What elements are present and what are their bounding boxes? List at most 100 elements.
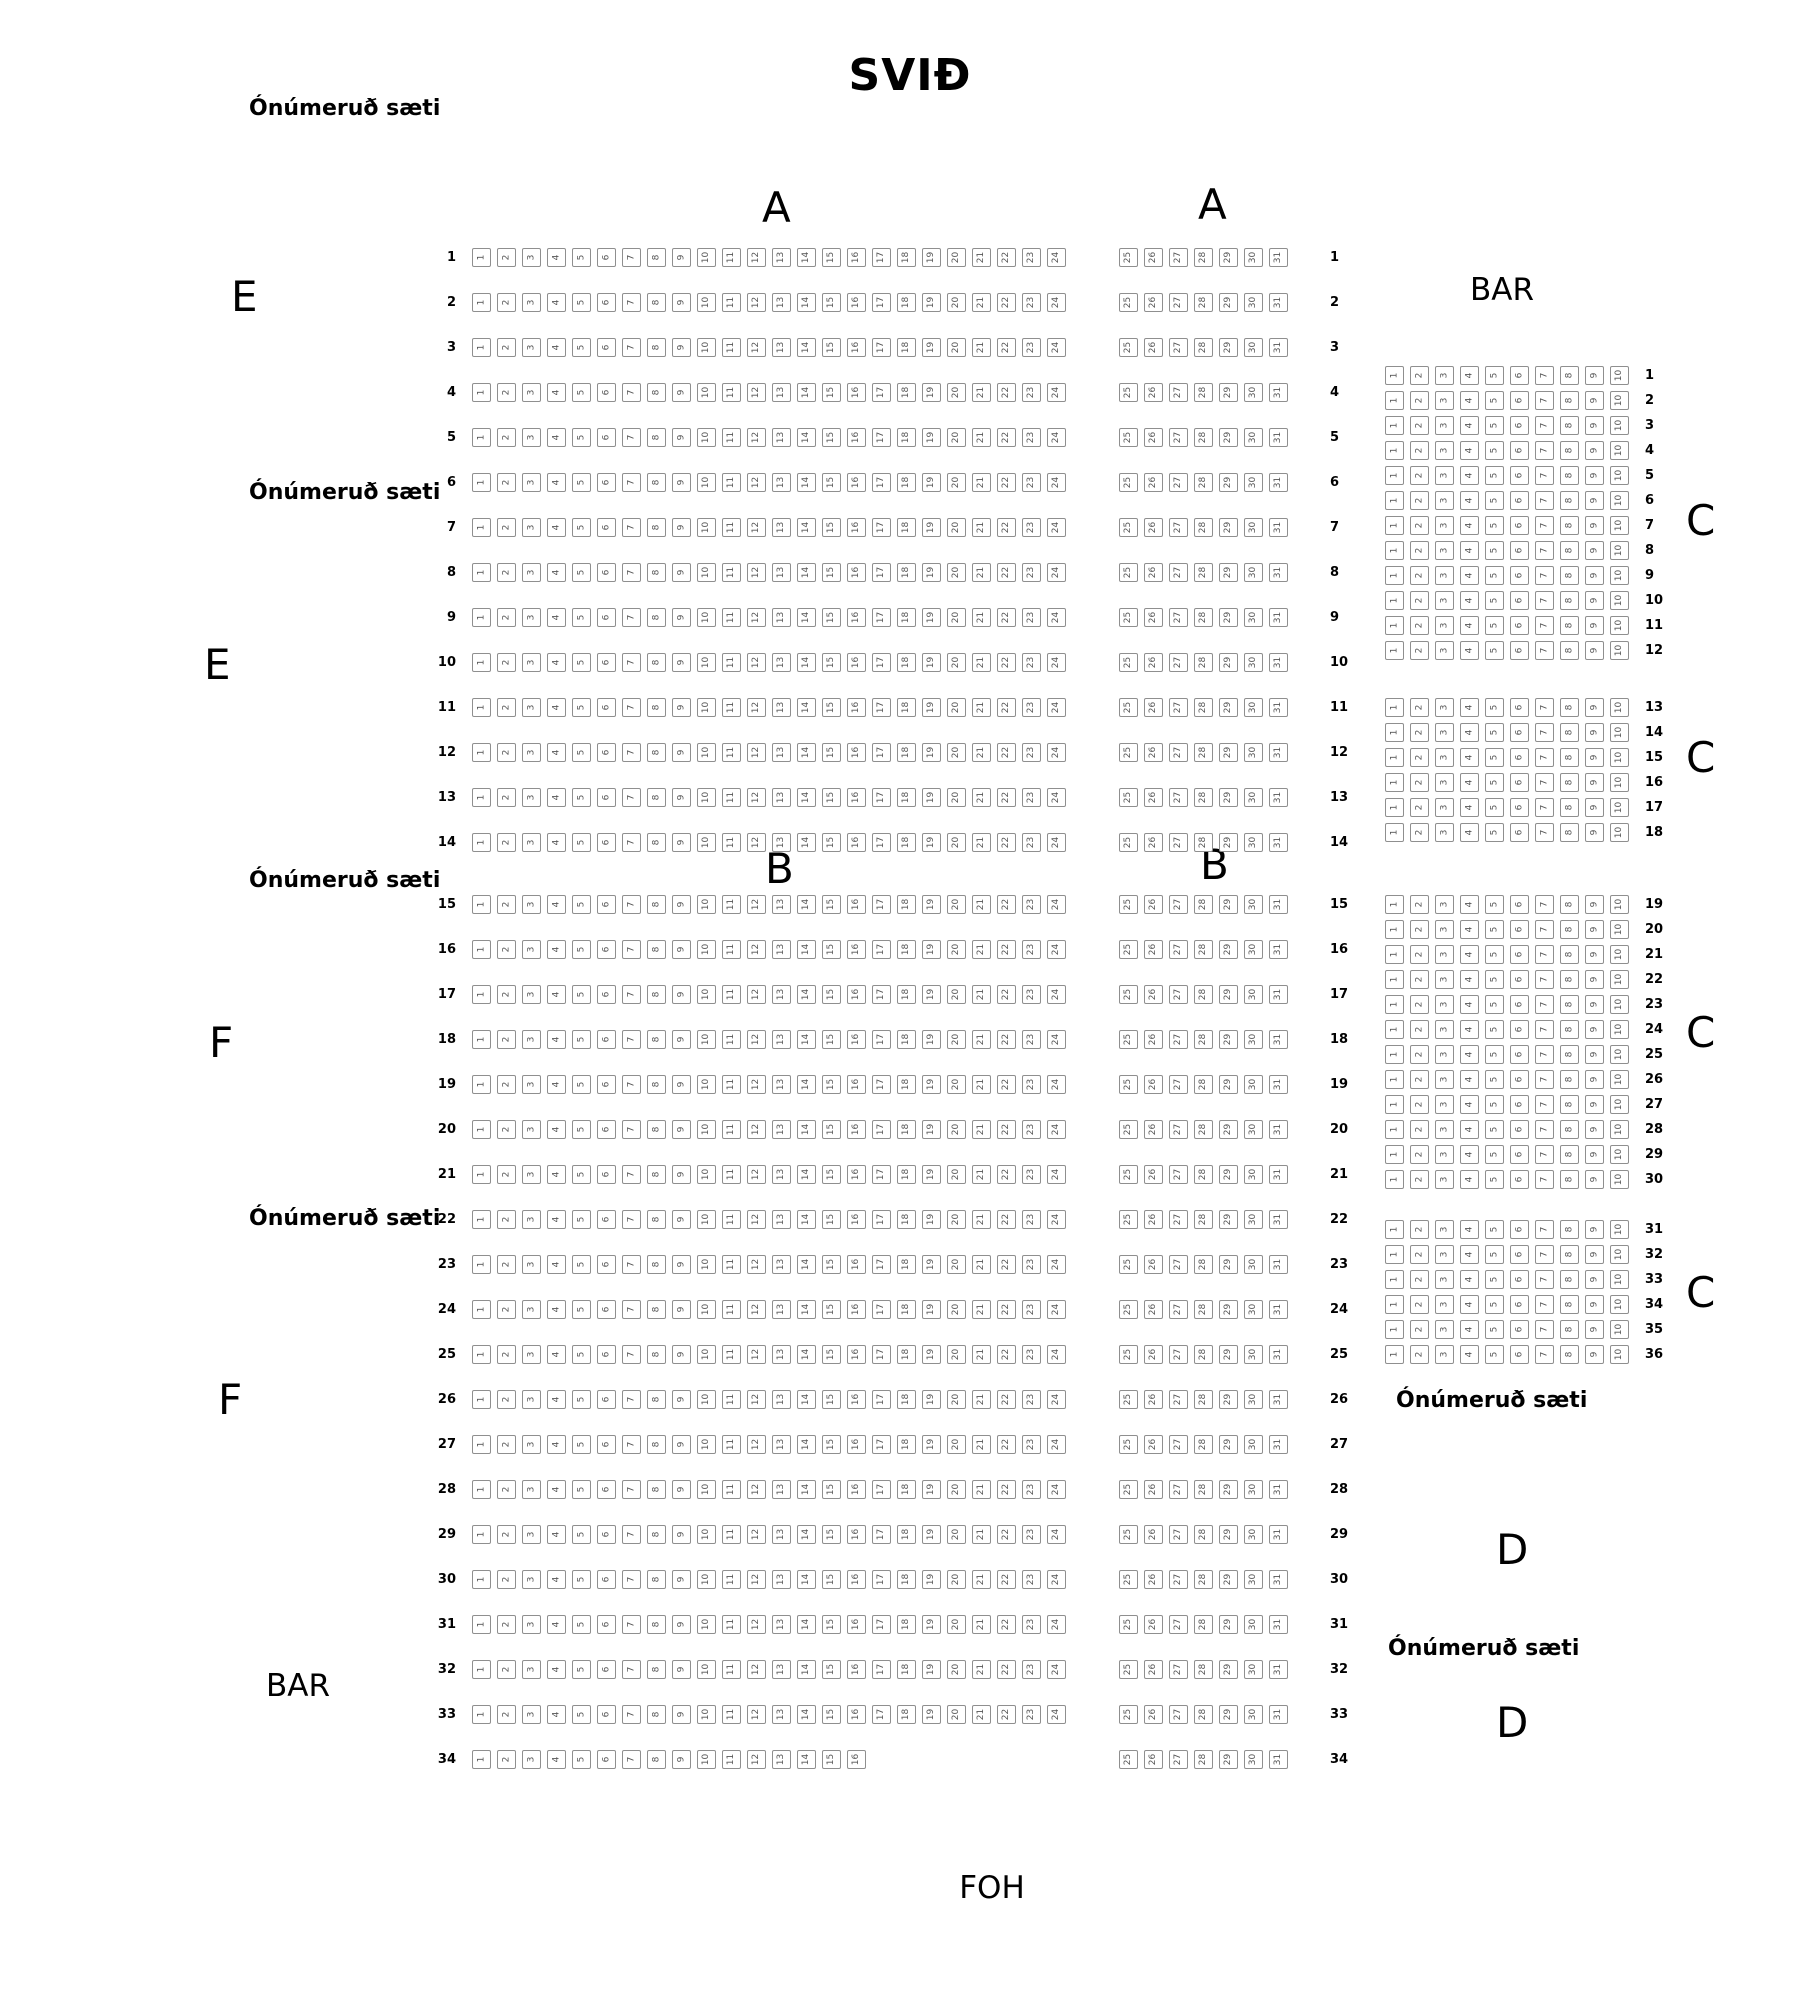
seat[interactable]: 19 bbox=[922, 833, 941, 852]
seat[interactable]: 8 bbox=[1560, 945, 1579, 964]
seat[interactable]: 27 bbox=[1169, 1075, 1188, 1094]
seat[interactable]: 10 bbox=[1610, 641, 1629, 660]
seat[interactable]: 9 bbox=[1585, 1295, 1604, 1314]
seat[interactable]: 24 bbox=[1047, 1615, 1066, 1634]
seat[interactable]: 4 bbox=[1460, 723, 1479, 742]
seat[interactable]: 29 bbox=[1219, 518, 1238, 537]
seat[interactable]: 24 bbox=[1047, 985, 1066, 1004]
seat[interactable]: 29 bbox=[1219, 895, 1238, 914]
seat[interactable]: 30 bbox=[1244, 1750, 1263, 1769]
seat[interactable]: 20 bbox=[947, 608, 966, 627]
seat[interactable]: 19 bbox=[922, 698, 941, 717]
seat[interactable]: 25 bbox=[1119, 1030, 1138, 1049]
seat[interactable]: 9 bbox=[1585, 1145, 1604, 1164]
seat[interactable]: 12 bbox=[747, 608, 766, 627]
seat[interactable]: 18 bbox=[897, 1255, 916, 1274]
seat[interactable]: 2 bbox=[1410, 491, 1429, 510]
seat[interactable]: 24 bbox=[1047, 338, 1066, 357]
seat[interactable]: 10 bbox=[1610, 1245, 1629, 1264]
seat[interactable]: 3 bbox=[522, 1075, 541, 1094]
seat[interactable]: 25 bbox=[1119, 1255, 1138, 1274]
seat[interactable]: 10 bbox=[1610, 591, 1629, 610]
seat[interactable]: 6 bbox=[597, 1750, 616, 1769]
seat[interactable]: 2 bbox=[1410, 441, 1429, 460]
seat[interactable]: 1 bbox=[472, 895, 491, 914]
seat[interactable]: 17 bbox=[872, 1615, 891, 1634]
seat[interactable]: 20 bbox=[947, 563, 966, 582]
seat[interactable]: 20 bbox=[947, 1255, 966, 1274]
seat[interactable]: 13 bbox=[772, 1300, 791, 1319]
seat[interactable]: 30 bbox=[1244, 788, 1263, 807]
seat[interactable]: 31 bbox=[1269, 1435, 1288, 1454]
seat[interactable]: 7 bbox=[622, 293, 641, 312]
seat[interactable]: 22 bbox=[997, 608, 1016, 627]
seat[interactable]: 31 bbox=[1269, 1120, 1288, 1139]
seat[interactable]: 5 bbox=[1485, 1095, 1504, 1114]
seat[interactable]: 8 bbox=[1560, 1345, 1579, 1364]
seat[interactable]: 6 bbox=[597, 1480, 616, 1499]
seat[interactable]: 8 bbox=[647, 788, 666, 807]
seat[interactable]: 14 bbox=[797, 338, 816, 357]
seat[interactable]: 2 bbox=[497, 563, 516, 582]
seat[interactable]: 17 bbox=[872, 895, 891, 914]
seat[interactable]: 24 bbox=[1047, 698, 1066, 717]
seat[interactable]: 21 bbox=[972, 1345, 991, 1364]
seat[interactable]: 9 bbox=[672, 698, 691, 717]
seat[interactable]: 2 bbox=[497, 1165, 516, 1184]
seat[interactable]: 22 bbox=[997, 1300, 1016, 1319]
seat[interactable]: 6 bbox=[597, 1435, 616, 1454]
seat[interactable]: 13 bbox=[772, 428, 791, 447]
seat[interactable]: 1 bbox=[1385, 970, 1404, 989]
seat[interactable]: 8 bbox=[1560, 698, 1579, 717]
seat[interactable]: 23 bbox=[1022, 473, 1041, 492]
seat[interactable]: 18 bbox=[897, 1300, 916, 1319]
seat[interactable]: 29 bbox=[1219, 338, 1238, 357]
seat[interactable]: 3 bbox=[1435, 995, 1454, 1014]
seat[interactable]: 21 bbox=[972, 1660, 991, 1679]
seat[interactable]: 5 bbox=[1485, 723, 1504, 742]
seat[interactable]: 10 bbox=[1610, 466, 1629, 485]
seat[interactable]: 27 bbox=[1169, 1480, 1188, 1499]
seat[interactable]: 21 bbox=[972, 473, 991, 492]
seat[interactable]: 23 bbox=[1022, 833, 1041, 852]
seat[interactable]: 1 bbox=[472, 653, 491, 672]
seat[interactable]: 5 bbox=[572, 1165, 591, 1184]
seat[interactable]: 24 bbox=[1047, 608, 1066, 627]
seat[interactable]: 28 bbox=[1194, 293, 1213, 312]
seat[interactable]: 17 bbox=[872, 1255, 891, 1274]
seat[interactable]: 11 bbox=[722, 293, 741, 312]
seat[interactable]: 10 bbox=[1610, 1295, 1629, 1314]
seat[interactable]: 3 bbox=[522, 698, 541, 717]
seat[interactable]: 12 bbox=[747, 1075, 766, 1094]
seat[interactable]: 23 bbox=[1022, 608, 1041, 627]
seat[interactable]: 7 bbox=[622, 1300, 641, 1319]
seat[interactable]: 31 bbox=[1269, 1480, 1288, 1499]
seat[interactable]: 27 bbox=[1169, 1165, 1188, 1184]
seat[interactable]: 22 bbox=[997, 833, 1016, 852]
seat[interactable]: 8 bbox=[1560, 1320, 1579, 1339]
seat[interactable]: 5 bbox=[1485, 1345, 1504, 1364]
seat[interactable]: 6 bbox=[597, 1705, 616, 1724]
seat[interactable]: 3 bbox=[522, 563, 541, 582]
seat[interactable]: 26 bbox=[1144, 1570, 1163, 1589]
seat[interactable]: 5 bbox=[572, 1660, 591, 1679]
seat[interactable]: 25 bbox=[1119, 788, 1138, 807]
seat[interactable]: 8 bbox=[1560, 391, 1579, 410]
seat[interactable]: 20 bbox=[947, 833, 966, 852]
seat[interactable]: 6 bbox=[597, 1570, 616, 1589]
seat[interactable]: 5 bbox=[1485, 773, 1504, 792]
seat[interactable]: 12 bbox=[747, 1525, 766, 1544]
seat[interactable]: 17 bbox=[872, 563, 891, 582]
seat[interactable]: 7 bbox=[1535, 416, 1554, 435]
seat[interactable]: 22 bbox=[997, 1525, 1016, 1544]
seat[interactable]: 10 bbox=[1610, 1020, 1629, 1039]
seat[interactable]: 8 bbox=[647, 338, 666, 357]
seat[interactable]: 21 bbox=[972, 1300, 991, 1319]
seat[interactable]: 9 bbox=[672, 1705, 691, 1724]
seat[interactable]: 6 bbox=[597, 1390, 616, 1409]
seat[interactable]: 21 bbox=[972, 1480, 991, 1499]
seat[interactable]: 15 bbox=[822, 518, 841, 537]
seat[interactable]: 15 bbox=[822, 1345, 841, 1364]
seat[interactable]: 16 bbox=[847, 1255, 866, 1274]
seat[interactable]: 17 bbox=[872, 1210, 891, 1229]
